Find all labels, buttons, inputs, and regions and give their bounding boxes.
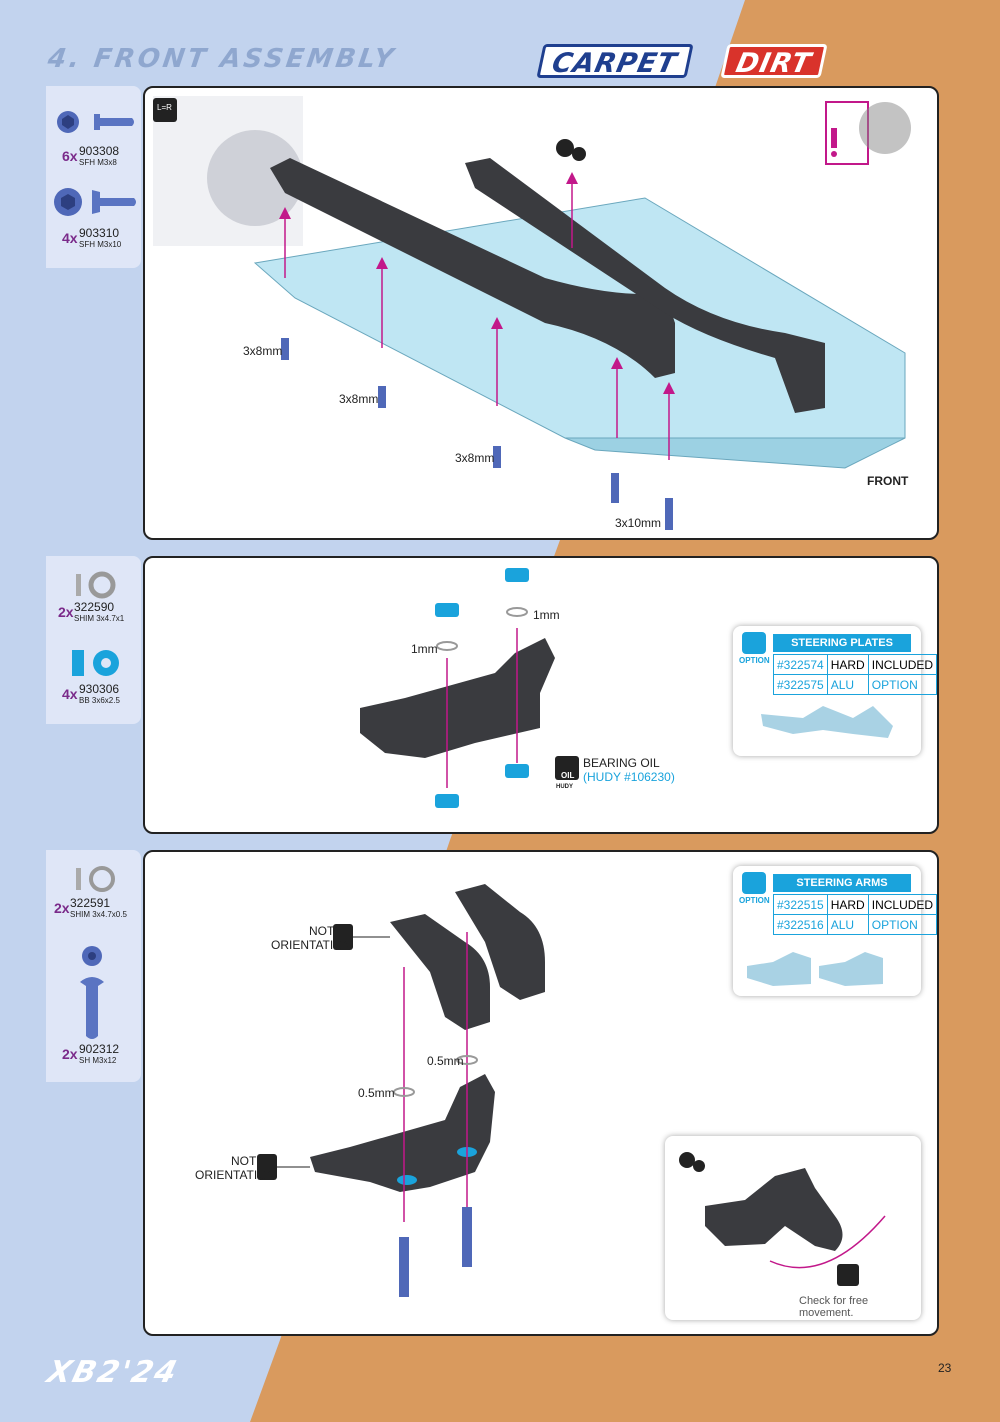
- part-desc: SHIM 3x4.7x1: [74, 614, 125, 623]
- part-number: 902312: [79, 1042, 120, 1056]
- shim-label: 1mm: [411, 642, 438, 656]
- part-desc: BB 3x6x2.5: [79, 696, 120, 705]
- part-number: 322590: [74, 600, 115, 614]
- option-title: STEERING ARMS: [773, 874, 911, 892]
- bearing-oil-label: BEARING OIL: [583, 756, 660, 770]
- qty-903308: 6x: [62, 148, 78, 164]
- part-desc: SFH M3x8: [79, 158, 117, 167]
- orientation-label: ORIENTATION: [195, 1168, 276, 1182]
- part-number: 903310: [79, 226, 120, 240]
- dirt-badge: DIRT: [720, 44, 829, 79]
- cell: INCLUDED: [867, 894, 938, 915]
- cell: HARD: [826, 894, 869, 915]
- assembled-steering-image: [679, 1152, 886, 1286]
- thumbs-up-icon: OPTION: [739, 872, 770, 905]
- screw-label: 3x10mm: [615, 516, 662, 530]
- bearing-oil-ref: (HUDY #106230): [583, 770, 675, 784]
- note-label: NOTE: [309, 924, 343, 938]
- qty-322591: 2x: [54, 900, 70, 916]
- qty-930306: 4x: [62, 686, 78, 702]
- part-desc: SFH M3x10: [79, 240, 122, 249]
- part-number: 322591: [70, 896, 111, 910]
- note-label: NOTE: [231, 1154, 265, 1168]
- part-number: 930306: [79, 682, 120, 696]
- cell: ALU: [826, 914, 869, 935]
- carpet-badge: CARPET: [536, 44, 694, 79]
- qty-903310: 4x: [62, 230, 78, 246]
- thumbs-up-icon: OPTION: [739, 632, 770, 665]
- shim-bearing-icons: [72, 571, 119, 676]
- cell: INCLUDED: [867, 654, 938, 675]
- steering-arm-illustration: [257, 884, 545, 1297]
- step3-panel: NOTE ORIENTATION NOTE ORIENTATION 0.5mm …: [143, 850, 939, 1336]
- cell: #322575: [773, 674, 828, 695]
- option-icon-label: OPTION: [739, 896, 770, 905]
- cell: #322574: [773, 654, 828, 675]
- qty-902312: 2x: [62, 1046, 78, 1062]
- check-box: Check for free movement.: [665, 1136, 921, 1320]
- qty-322590: 2x: [58, 604, 74, 620]
- steering-plate-illustration: [360, 568, 579, 808]
- screw-label: 3x8mm: [243, 344, 283, 358]
- shim-label: 0.5mm: [427, 1054, 464, 1068]
- part-number: 903308: [79, 144, 120, 158]
- shim-label: 1mm: [533, 608, 560, 622]
- symmetry-badge: L=R: [157, 103, 172, 112]
- oil-icon: OIL: [561, 771, 575, 780]
- hudy-logo: HUDY: [556, 784, 574, 790]
- chassis-illustration: [153, 96, 911, 530]
- option-icon-label: OPTION: [739, 656, 770, 665]
- cell: OPTION: [867, 674, 938, 695]
- front-label: FRONT: [867, 474, 909, 488]
- shim-label: 0.5mm: [358, 1086, 395, 1100]
- screw-icons: [54, 111, 136, 216]
- cell: OPTION: [867, 914, 938, 935]
- model-logo: XB2'24: [43, 1355, 183, 1390]
- check-free-movement: Check for free movement.: [799, 1295, 869, 1319]
- screw-label: 3x8mm: [339, 392, 379, 406]
- option-title: STEERING PLATES: [773, 634, 911, 652]
- part-desc: SH M3x12: [79, 1056, 117, 1065]
- cell: ALU: [826, 674, 869, 695]
- alu-arms-image: [747, 952, 883, 986]
- cell: HARD: [826, 654, 869, 675]
- page-title: 4. FRONT ASSEMBLY: [45, 44, 399, 74]
- cell: #322516: [773, 914, 828, 935]
- shim-screw-icons: [76, 866, 115, 1039]
- orientation-label: ORIENTATION: [271, 938, 352, 952]
- part-desc: SHIM 3x4.7x0.5: [70, 910, 127, 919]
- page-number: 23: [938, 1361, 952, 1375]
- step1-panel: L=R 3x8mm 3x8mm 3x8mm 3x10mm FRONT: [143, 86, 939, 540]
- screw-label: 3x8mm: [455, 451, 495, 465]
- alu-plate-image: [761, 706, 893, 738]
